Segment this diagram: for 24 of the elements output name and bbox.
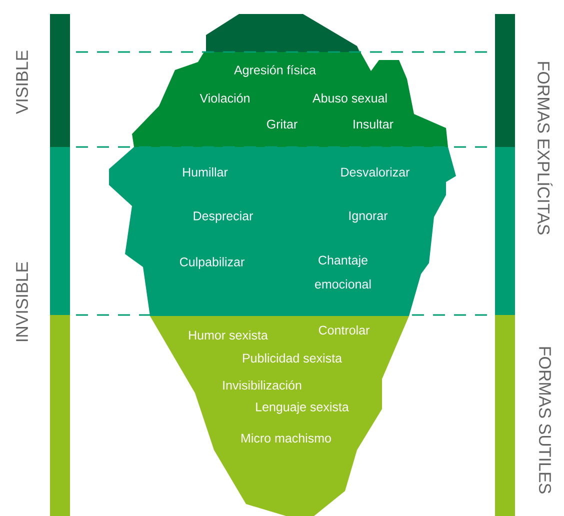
iceberg-text: Gritar: [267, 119, 298, 129]
iceberg-section: [109, 147, 456, 316]
iceberg-text: Chantaje emocional: [315, 255, 371, 289]
iceberg-text: Lenguaje sexista: [256, 402, 349, 414]
iceberg-text: Invisibilización: [223, 380, 302, 390]
side-label: FORMAS EXPLÍCITAS: [538, 62, 552, 234]
iceberg-text: Violación: [200, 93, 250, 103]
iceberg-text: Culpabilizar: [180, 257, 244, 269]
iceberg-text: Publicidad sexista: [243, 353, 342, 363]
iceberg-text: Humor sexista: [189, 330, 268, 340]
side-label: INVISIBLE: [16, 262, 28, 342]
iceberg-text: Agresión física: [234, 65, 316, 77]
iceberg-text: Ignorar: [349, 211, 388, 223]
iceberg-text: Despreciar: [194, 211, 253, 223]
iceberg-text: Abuso sexual: [312, 93, 387, 103]
iceberg-section: [132, 14, 448, 147]
side-label: VISIBLE: [16, 50, 28, 114]
iceberg-section: [150, 316, 409, 516]
iceberg-text: Controlar: [318, 325, 370, 335]
iceberg-text: Micro machismo: [242, 433, 331, 443]
iceberg-text: Humillar: [183, 167, 228, 177]
iceberg-text: Insultar: [354, 119, 394, 129]
side-label: FORMAS SUTILES: [538, 347, 552, 494]
iceberg-text: Desvalorizar: [341, 167, 410, 177]
